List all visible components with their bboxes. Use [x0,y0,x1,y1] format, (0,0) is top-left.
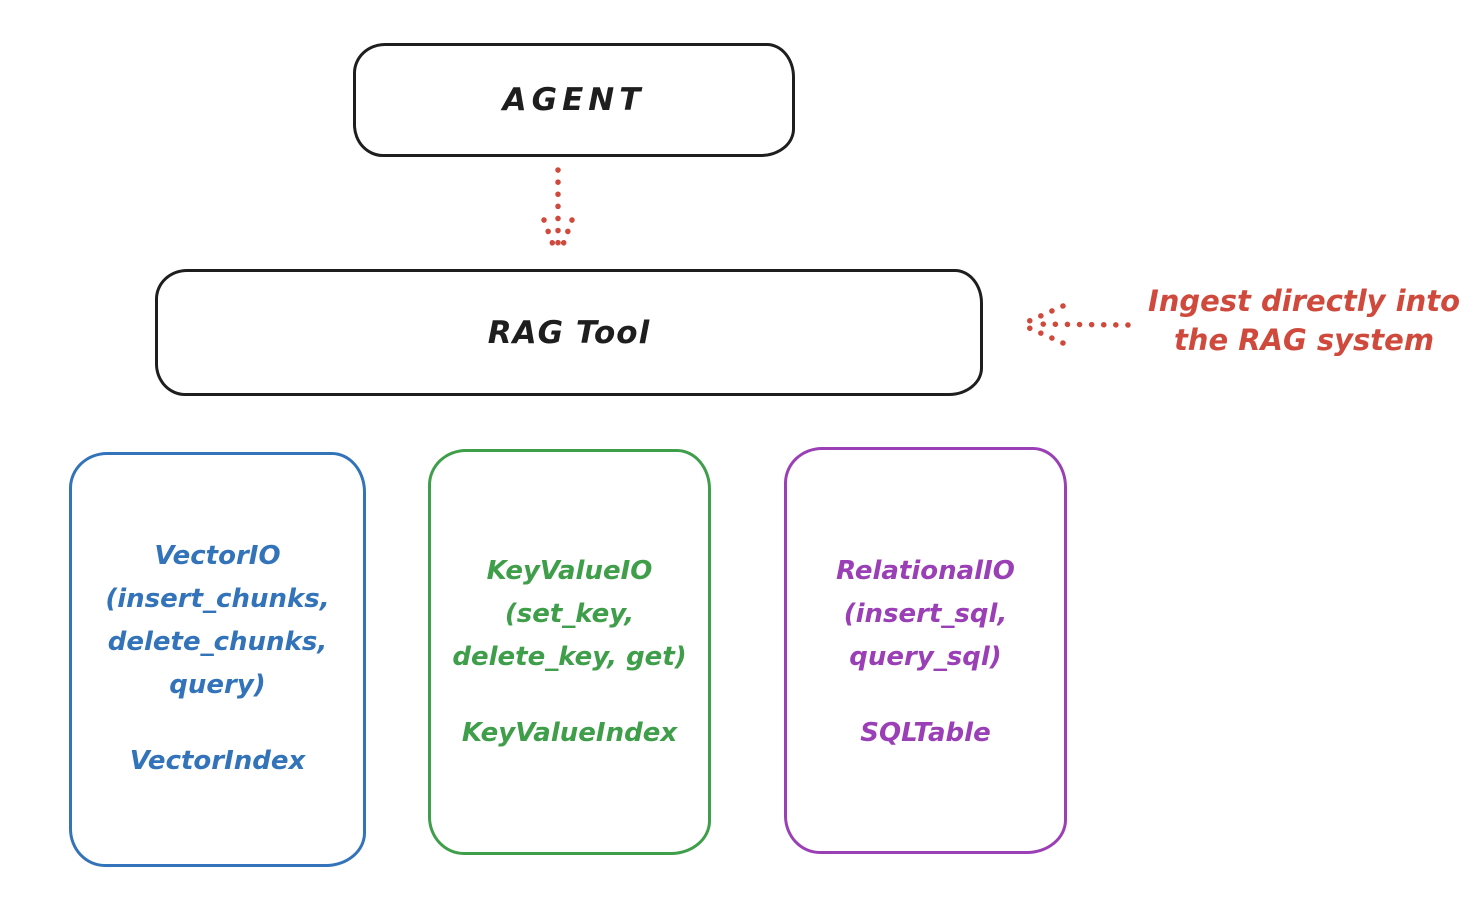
storage-box-keyvalue-io: KeyValueIO (set_key, delete_key, get) Ke… [428,449,711,855]
vector-io-title: VectorIO (insert_chunks, delete_chunks, … [105,541,330,700]
vector-index-label: VectorIndex [129,746,306,776]
storage-box-relational-io: RelationalIO (insert_sql, query_sql) SQL… [784,447,1067,854]
rag-tool-label: RAG Tool [487,314,651,351]
rag-tool-box: RAG Tool [155,269,983,396]
agent-box: AGENT [353,43,795,157]
dotted-arrow-left-icon [1024,303,1131,346]
keyvalue-index-label: KeyValueIndex [461,718,678,748]
keyvalue-io-title: KeyValueIO (set_key, delete_key, get) [452,556,687,672]
sql-table-label: SQLTable [860,718,991,748]
relational-io-title: RelationalIO (insert_sql, query_sql) [836,556,1015,672]
agent-label: AGENT [502,82,646,118]
dotted-arrow-down-icon [541,167,575,256]
annotation-text: Ingest directly into the RAG system [1147,284,1461,357]
storage-box-vector-io: VectorIO (insert_chunks, delete_chunks, … [69,452,366,867]
